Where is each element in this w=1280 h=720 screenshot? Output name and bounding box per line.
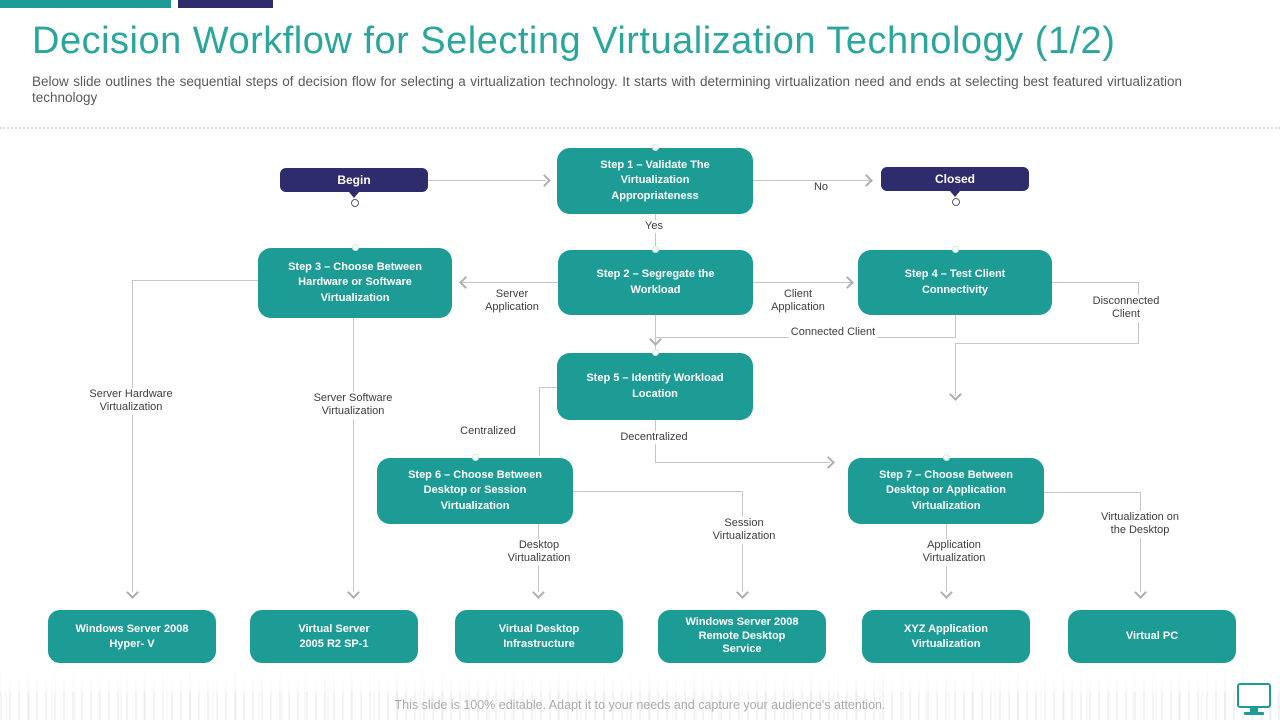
flow-step-7: Step 7 – Choose Between Desktop or Appli… [848, 454, 1044, 524]
connector-line [1052, 282, 1139, 283]
flow-step-3-label: Step 3 – Choose Between Hardware or Soft… [288, 260, 422, 304]
edge-label-application-virtualization: Application Virtualization [906, 539, 1002, 566]
flow-step-5-label: Step 5 – Identify Workload Location [586, 372, 724, 400]
footer-note: This slide is 100% editable. Adapt it to… [394, 698, 886, 712]
flow-node-begin: Begin [280, 168, 428, 198]
edge-label-yes: Yes [643, 220, 665, 234]
connector-line [753, 282, 851, 283]
connector-line [1044, 492, 1141, 493]
outcome-box-remote-desktop: Windows Server 2008 Remote Desktop Servi… [658, 610, 826, 663]
edge-label-disconnected-client: Disconnected Client [1076, 295, 1176, 322]
outcome-box-xyz-application: XYZ Application Virtualization [862, 610, 1030, 663]
arrowhead-icon [1134, 586, 1147, 599]
flow-step-4-label: Step 4 – Test Client Connectivity [904, 268, 1006, 296]
callout-pin [952, 198, 960, 206]
flow-step-2: Step 2 – Segregate the Workload [558, 246, 753, 315]
outcome-label: Windows Server 2008 Hyper- V [75, 622, 189, 650]
connector-line [955, 315, 956, 338]
connector-dot [951, 246, 959, 253]
flow-step-3: Step 3 – Choose Between Hardware or Soft… [258, 244, 452, 318]
outcome-label: XYZ Application Virtualization [904, 622, 988, 650]
edge-label-connected-client: Connected Client [788, 326, 878, 340]
edge-label-server-hardware-virtualization: Server Hardware Virtualization [74, 388, 188, 415]
top-accent-bar-navy [178, 0, 273, 8]
connector-dot [471, 454, 479, 461]
edge-label-decentralized: Decentralized [618, 431, 690, 445]
arrowhead-icon [532, 586, 545, 599]
outcome-box-vdi: Virtual Desktop Infrastructure [455, 610, 623, 663]
connector-line [753, 180, 871, 181]
outcome-label: Virtual PC [1125, 630, 1179, 643]
flow-node-closed-label: Closed [934, 172, 975, 186]
flow-step-6: Step 6 – Choose Between Desktop or Sessi… [377, 454, 573, 524]
flow-step-1: Step 1 – Validate The Virtualization App… [557, 144, 753, 214]
connector-line [132, 280, 133, 592]
connector-line [655, 315, 656, 351]
connector-line [428, 180, 546, 181]
arrowhead-icon [822, 456, 835, 469]
content-divider [0, 127, 1280, 129]
outcome-box-hyper-v: Windows Server 2008 Hyper- V [48, 610, 216, 663]
connector-line [573, 491, 742, 492]
arrowhead-icon [841, 276, 854, 289]
arrowhead-icon [940, 586, 953, 599]
arrowhead-icon [126, 586, 139, 599]
flow-step-2-label: Step 2 – Segregate the Workload [596, 268, 715, 296]
arrowhead-icon [860, 174, 873, 187]
connector-line [353, 318, 354, 592]
outcome-label: Windows Server 2008 Remote Desktop Servi… [685, 615, 799, 656]
edge-label-session-virtualization: Session Virtualization [697, 517, 791, 544]
connector-dot [351, 244, 359, 251]
outcome-box-virtual-server: Virtual Server 2005 R2 SP-1 [250, 610, 418, 663]
monitor-icon [1237, 683, 1271, 708]
callout-pin [351, 199, 359, 207]
flow-node-begin-label: Begin [337, 173, 371, 187]
flow-step-7-label: Step 7 – Choose Between Desktop or Appli… [879, 468, 1013, 512]
connector-line [655, 462, 830, 463]
connector-line [1140, 492, 1141, 592]
edge-label-centralized: Centralized [458, 425, 518, 439]
outcome-box-virtual-pc: Virtual PC [1068, 610, 1236, 663]
slide-subtitle: Below slide outlines the sequential step… [32, 74, 1182, 105]
arrowhead-icon [949, 388, 962, 401]
flow-step-6-label: Step 6 – Choose Between Desktop or Sessi… [408, 468, 542, 512]
connector-line [955, 343, 956, 396]
edge-label-desktop-virtualization: Desktop Virtualization [492, 539, 586, 566]
edge-label-server-application: Server Application [470, 288, 554, 315]
edge-label-client-application: Client Application [756, 288, 840, 315]
flow-step-5: Step 5 – Identify Workload Location [557, 349, 753, 420]
connector-dot [651, 144, 659, 151]
background-pattern [0, 670, 1280, 720]
edge-label-virtualization-on-the-desktop: Virtualization on the Desktop [1085, 511, 1195, 538]
connector-line [539, 387, 540, 456]
arrowhead-icon [459, 276, 472, 289]
arrowhead-icon [347, 586, 360, 599]
connector-line [132, 280, 258, 281]
edge-label-no: No [811, 181, 831, 195]
outcome-label: Virtual Desktop Infrastructure [498, 622, 580, 650]
top-accent-bar-teal [0, 0, 171, 8]
connector-dot [942, 454, 950, 461]
connector-line [539, 387, 558, 388]
page-title: Decision Workflow for Selecting Virtuali… [32, 20, 1116, 62]
outcome-label: Virtual Server 2005 R2 SP-1 [298, 622, 370, 650]
connector-line [462, 282, 558, 283]
edge-label-server-software-virtualization: Server Software Virtualization [298, 392, 408, 419]
arrowhead-icon [538, 174, 551, 187]
flow-node-closed: Closed [881, 167, 1029, 197]
connector-dot [651, 349, 659, 356]
arrowhead-icon [736, 586, 749, 599]
connector-dot [652, 246, 659, 253]
flow-step-4: Step 4 – Test Client Connectivity [858, 246, 1052, 315]
arrowhead-icon [649, 333, 662, 346]
connector-line [955, 343, 1139, 344]
flow-step-1-label: Step 1 – Validate The Virtualization App… [600, 158, 710, 202]
